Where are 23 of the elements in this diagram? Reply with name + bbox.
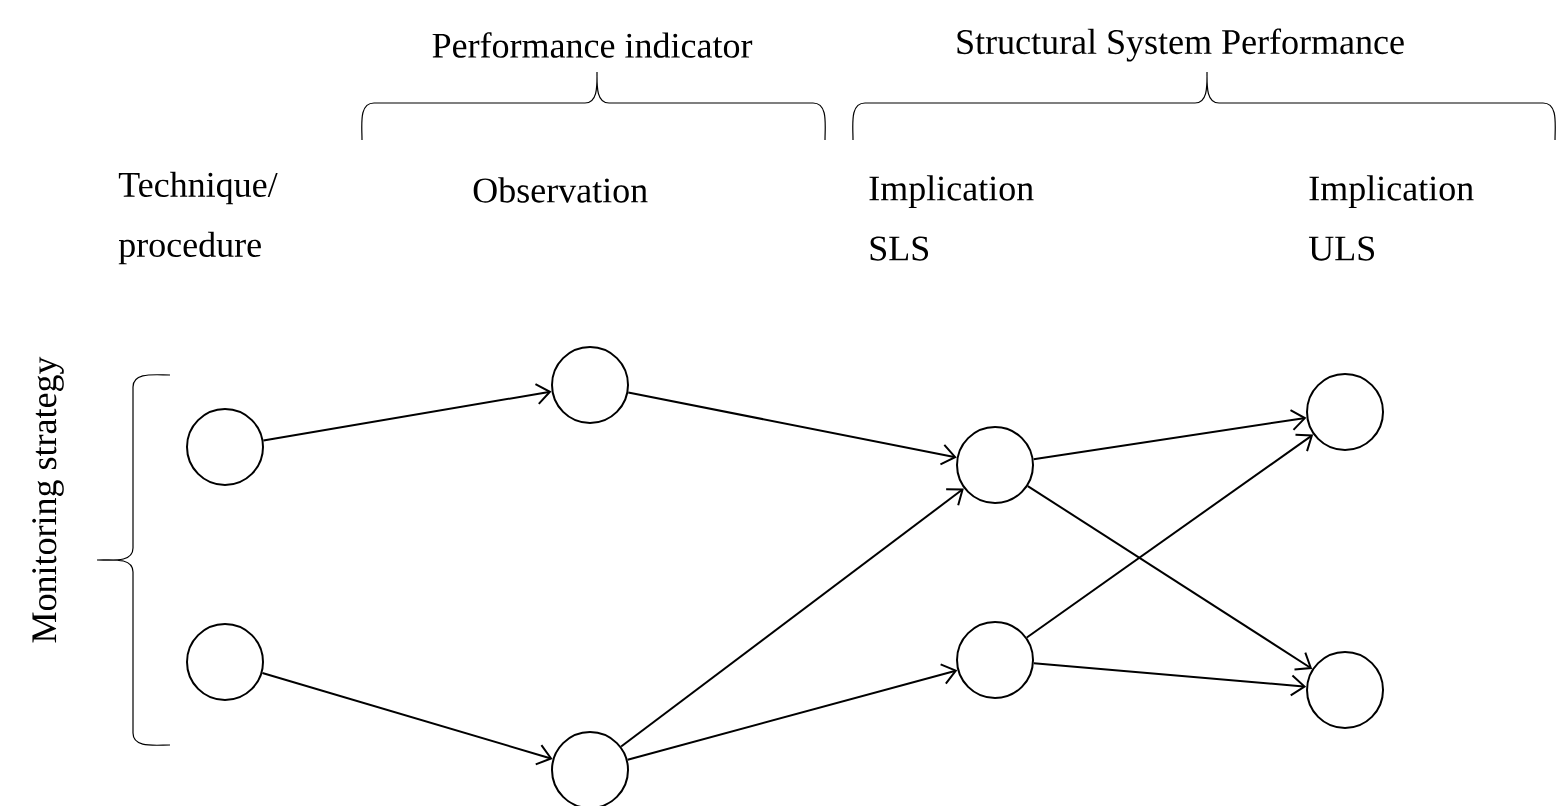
group-heading: Structural System Performance: [957, 28, 1404, 62]
arrow: [620, 488, 964, 748]
circle-node: [1306, 651, 1384, 729]
circle-node: [956, 426, 1034, 504]
arrow: [1026, 485, 1313, 671]
arrow: [261, 672, 553, 766]
axis-label: Monitoring strategy: [32, 356, 64, 643]
arrow: [1032, 662, 1307, 697]
circle-node: [186, 623, 264, 701]
arrow: [262, 383, 552, 442]
circle-node: [186, 408, 264, 486]
column-heading: Implication SLS: [869, 175, 1034, 261]
circle-node: [551, 346, 629, 424]
column-heading: Implication ULS: [1308, 175, 1474, 261]
arrow: [626, 663, 958, 761]
circle-node: [956, 621, 1034, 699]
arrow: [1025, 433, 1314, 639]
arrow: [627, 391, 957, 466]
circle-node: [1306, 373, 1384, 451]
group-heading: Performance indicator: [432, 32, 753, 58]
column-heading: Technique/ procedure: [118, 171, 278, 265]
arrow: [1032, 409, 1307, 461]
column-heading: Observation: [473, 177, 648, 203]
